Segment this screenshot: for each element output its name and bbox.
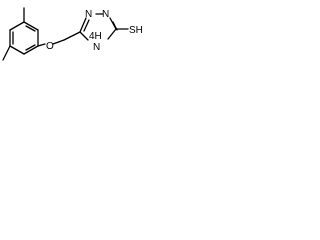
triazole-ring (79, 13, 118, 41)
structure-diagram: O N N 4H N SH (2, 7, 143, 61)
ring-nh-label-bottom: N (93, 42, 100, 53)
ring-nitrogen-right-label: N (102, 9, 109, 20)
aryl-oxygen-bond (37, 43, 46, 47)
ring-nh-label-top: 4H (89, 31, 102, 42)
methyl-bottom-bond (2, 45, 11, 61)
oxygen-atom-label: O (46, 41, 54, 52)
thiol-group-label: SH (129, 25, 143, 36)
benzene-ring (9, 21, 39, 55)
ch2-triazole-bond (63, 31, 81, 41)
ring-nitrogen-left-label: N (85, 9, 92, 20)
oxygen-ch2-bond (52, 39, 65, 45)
